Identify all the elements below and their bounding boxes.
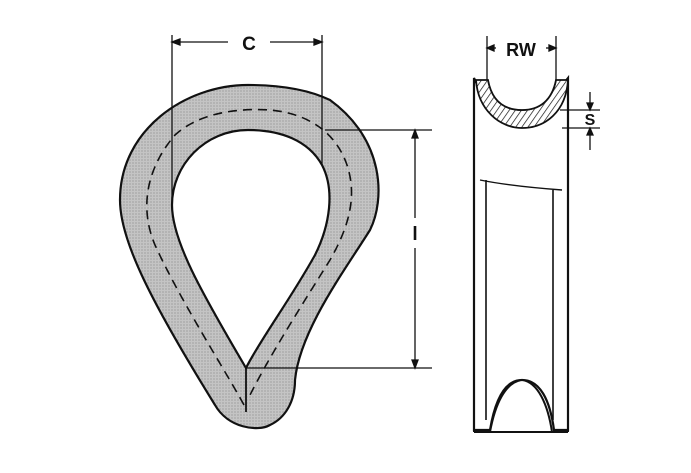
side-view: RW S [472, 36, 600, 433]
thimble-body [118, 83, 380, 430]
bottom-opening [489, 378, 553, 433]
dimension-rw [485, 36, 558, 80]
label-s: S [585, 112, 596, 129]
front-view: C l [118, 34, 432, 430]
groove-centerline [146, 108, 353, 406]
label-l: l [412, 224, 417, 245]
transition-line [479, 179, 563, 191]
label-c: C [242, 34, 256, 55]
dimension-c [170, 35, 324, 205]
groove-inner [487, 79, 557, 111]
label-rw: RW [506, 40, 536, 60]
dimension-s [560, 92, 600, 150]
side-profile [472, 74, 570, 432]
dimension-l [295, 128, 432, 370]
